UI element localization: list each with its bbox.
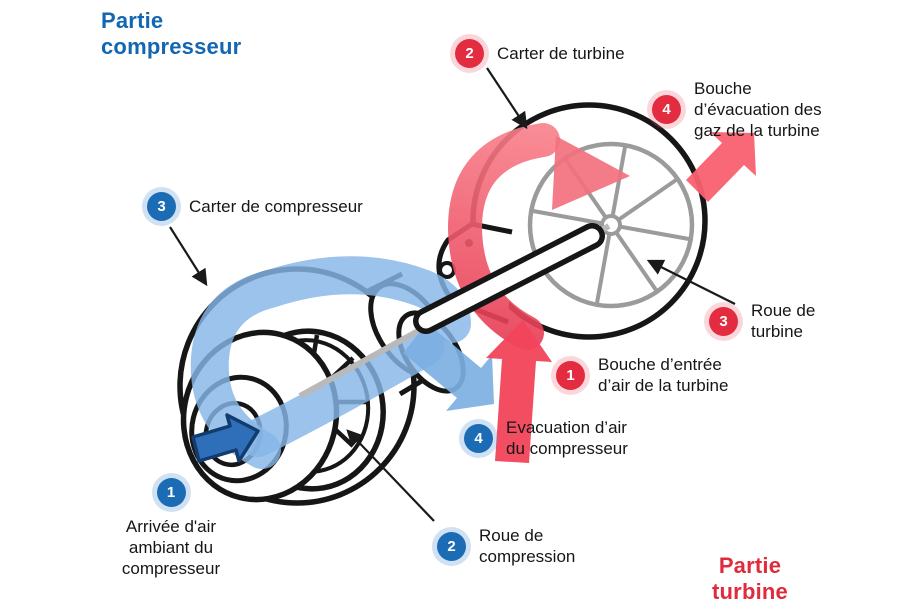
badge-turbine-2: 2 [455,39,484,68]
callout-label: Bouche d’évacuation des gaz de la turbin… [694,79,822,141]
callout-evacuation-air: 4 Evacuation d’air du compresseur [464,417,628,459]
callout-label: Carter de turbine [497,43,625,63]
badge-turbine-4: 4 [652,95,681,125]
intake-arrow-icon [191,413,260,463]
callout-bouche-evacuation-gaz: 4 Bouche d’évacuation des gaz de la turb… [652,78,822,141]
turbine-section-title: Partie turbine [712,553,788,604]
compressor-section-title: Partie compresseur [101,8,242,59]
shaft [413,223,605,334]
pointer-line-roue-compression [346,429,435,522]
compressor-airflow-icon [190,256,471,469]
callout-carter-compresseur: 3 Carter de compresseur [147,192,363,221]
callout-carter-turbine: 2 Carter de turbine [455,39,625,68]
pointer-line-carter-compresseur [169,226,208,287]
badge-turbine-3: 3 [709,306,738,336]
callout-bouche-entree-turbine: 1 Bouche d’entrée d’air de la turbine [556,354,728,396]
badge-compressor-2: 2 [437,531,466,561]
badge-compressor-1: 1 [156,478,186,507]
callout-label: Evacuation d’air du compresseur [506,418,628,459]
badge-turbine-1: 1 [556,360,585,390]
callout-label: Bouche d’entrée d’air de la turbine [598,355,729,396]
callout-arrivee-air: 1 Arrivée d'air ambiant du compresseur [96,478,246,579]
pointer-line-roue-turbine [646,259,736,305]
callout-roue-compression: 2 Roue de compression [437,525,575,567]
callout-label: Arrivée d'air ambiant du compresseur [121,517,221,579]
callout-label: Roue de turbine [751,301,816,342]
pointer-line-carter-turbine [486,67,528,130]
badge-compressor-3: 3 [147,192,176,221]
callout-label: Roue de compression [479,526,576,567]
badge-compressor-4: 4 [464,423,493,453]
turbine-gasflow-icon [447,123,630,350]
compressor-outlet-arrow-icon [403,323,494,411]
turbine-inlet-arrow-icon [486,320,552,463]
callout-label: Carter de compresseur [189,196,363,216]
exhaust-arrow-icon [686,132,756,202]
callout-roue-turbine: 3 Roue de turbine [709,300,815,342]
